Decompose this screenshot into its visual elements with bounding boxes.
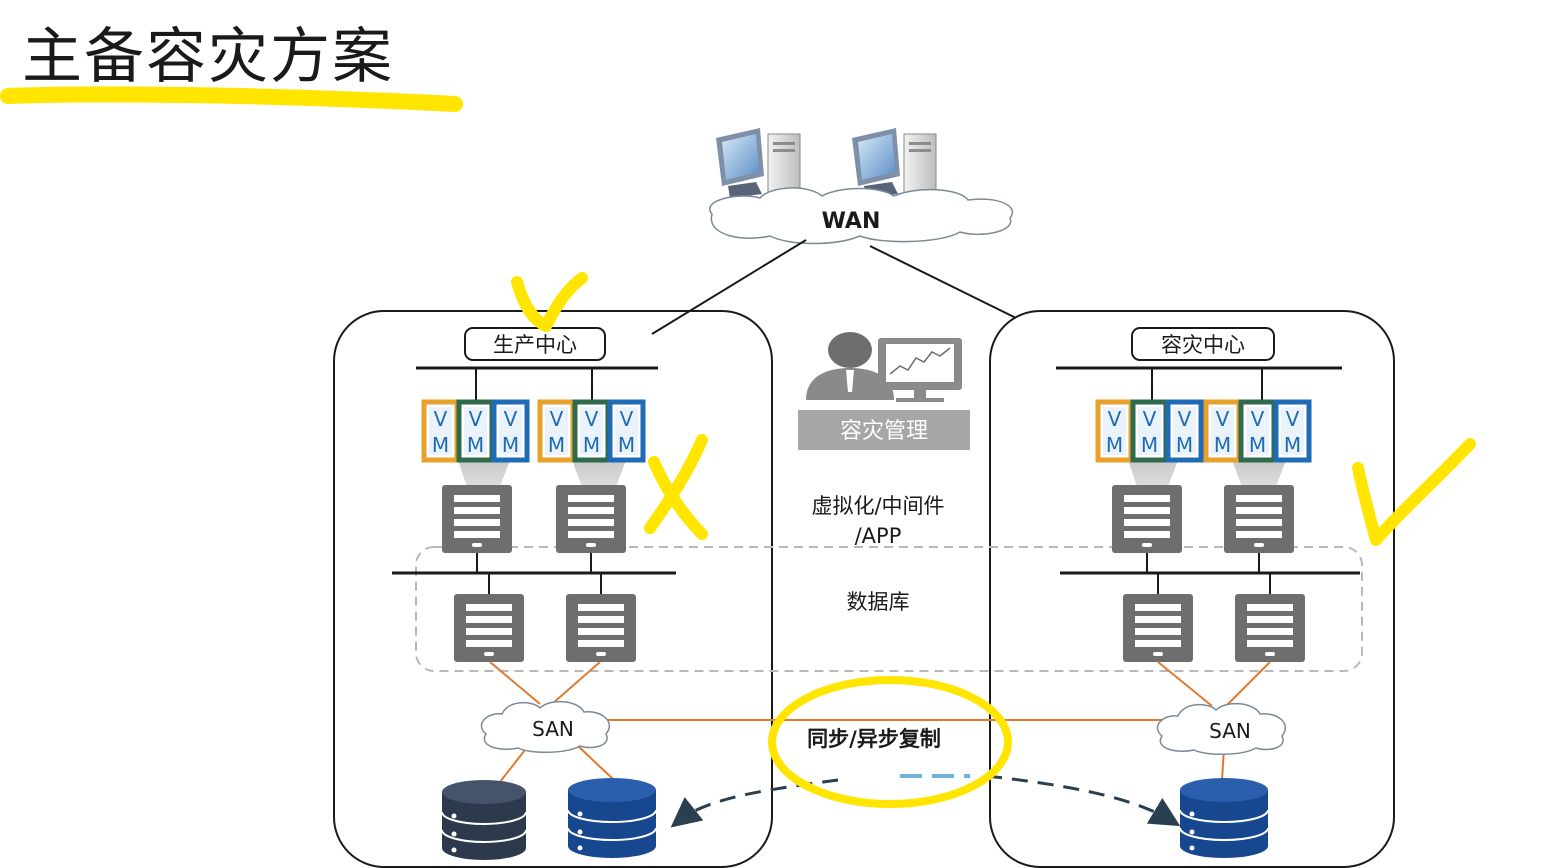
dr-management-banner xyxy=(798,410,970,450)
vm-letter-top: V xyxy=(469,407,483,431)
vm-letter-bottom: M xyxy=(1249,433,1266,457)
highlight-cross-stroke-2 xyxy=(644,434,708,534)
highlight-circle-replication xyxy=(768,676,1012,808)
wan-computer-right-icon xyxy=(851,127,937,199)
page-title: 主备容灾方案 xyxy=(22,22,394,92)
highlight-check-production xyxy=(511,272,588,332)
vm-letter-bottom: M xyxy=(1214,433,1231,457)
vm-letter-top: V xyxy=(1108,407,1122,431)
replication-arrow-left xyxy=(670,778,839,828)
production-vm-1-2: VM xyxy=(456,399,495,463)
dr-vm-2-1: VM xyxy=(1203,399,1242,463)
production-db-server-1-icon xyxy=(454,594,524,662)
vm-letter-bottom: M xyxy=(583,433,600,457)
dr-management-icon xyxy=(806,332,962,402)
highlight-cross-stroke-1 xyxy=(648,456,708,540)
vm-letter-bottom: M xyxy=(1141,433,1158,457)
dr-san-label: SAN xyxy=(1209,719,1251,743)
wan-link-production xyxy=(651,239,807,335)
production-storage-1-icon xyxy=(441,779,527,861)
dr-app-server-1-icon xyxy=(1112,485,1182,553)
production-db-server-2-icon xyxy=(566,594,636,662)
wan-cloud-icon xyxy=(709,187,1013,245)
vm-letter-bottom: M xyxy=(1176,433,1193,457)
vm-letter-top: V xyxy=(1178,407,1192,431)
production-vm-2-3: VM xyxy=(607,399,646,463)
dr-vm-2-2: VM xyxy=(1238,399,1277,463)
vm-letter-top: V xyxy=(504,407,518,431)
vm-letter-top: V xyxy=(620,407,634,431)
dr-vm-1-3: VM xyxy=(1165,399,1204,463)
vm-letter-bottom: M xyxy=(467,433,484,457)
san-links xyxy=(489,661,1271,783)
database-layer-zone xyxy=(415,546,1363,672)
dr-vm-1-1: VM xyxy=(1095,399,1134,463)
production-app-server-2-icon xyxy=(556,485,626,553)
virtualization-label-line2: /APP xyxy=(855,524,902,548)
vm-letter-bottom: M xyxy=(548,433,565,457)
production-vm-2-1: VM xyxy=(537,399,576,463)
highlight-check-dr xyxy=(1352,438,1476,546)
vm-letter-bottom: M xyxy=(502,433,519,457)
dr-db-server-2-icon xyxy=(1235,594,1305,662)
production-center-box xyxy=(333,310,773,868)
database-label: 数据库 xyxy=(847,590,910,614)
vm-letter-bottom: M xyxy=(1106,433,1123,457)
dr-san-cloud-icon xyxy=(1156,702,1287,756)
replication-arrow-right xyxy=(985,774,1181,827)
dr-center-label: 容灾中心 xyxy=(1161,333,1245,357)
production-vm-1-3: VM xyxy=(491,399,530,463)
virtualization-label-line1: 虚拟化/中间件 xyxy=(811,494,944,518)
production-app-server-1-icon xyxy=(442,485,512,553)
production-san-cloud-icon xyxy=(480,700,611,754)
vm-letter-top: V xyxy=(1251,407,1265,431)
dr-vm-2-3: VM xyxy=(1273,399,1312,463)
dr-storage-icon xyxy=(1179,777,1269,859)
wan-link-dr xyxy=(869,245,1017,319)
vm-letter-top: V xyxy=(1216,407,1230,431)
vm-letter-bottom: M xyxy=(432,433,449,457)
vm-letter-top: V xyxy=(434,407,448,431)
title-highlight-stroke xyxy=(0,86,463,112)
vm-letter-bottom: M xyxy=(1284,433,1301,457)
vm-letter-top: V xyxy=(550,407,564,431)
dr-management-label: 容灾管理 xyxy=(840,419,928,444)
production-vm-1-1: VM xyxy=(421,399,460,463)
dr-db-server-1-icon xyxy=(1123,594,1193,662)
wan-label: WAN xyxy=(822,209,881,234)
vm-letter-top: V xyxy=(1143,407,1157,431)
dr-center-label-box xyxy=(1131,327,1275,361)
replication-label: 同步/异步复制 xyxy=(807,727,941,751)
dr-app-server-2-icon xyxy=(1224,485,1294,553)
production-center-label-box xyxy=(464,327,606,361)
dr-center-box xyxy=(989,310,1395,868)
vm-letter-bottom: M xyxy=(618,433,635,457)
production-center-label: 生产中心 xyxy=(493,333,577,357)
dr-vm-1-2: VM xyxy=(1130,399,1169,463)
vm-letter-top: V xyxy=(1286,407,1300,431)
vm-letter-top: V xyxy=(585,407,599,431)
production-storage-2-icon xyxy=(567,777,657,859)
production-vm-2-2: VM xyxy=(572,399,611,463)
production-san-label: SAN xyxy=(532,717,574,741)
